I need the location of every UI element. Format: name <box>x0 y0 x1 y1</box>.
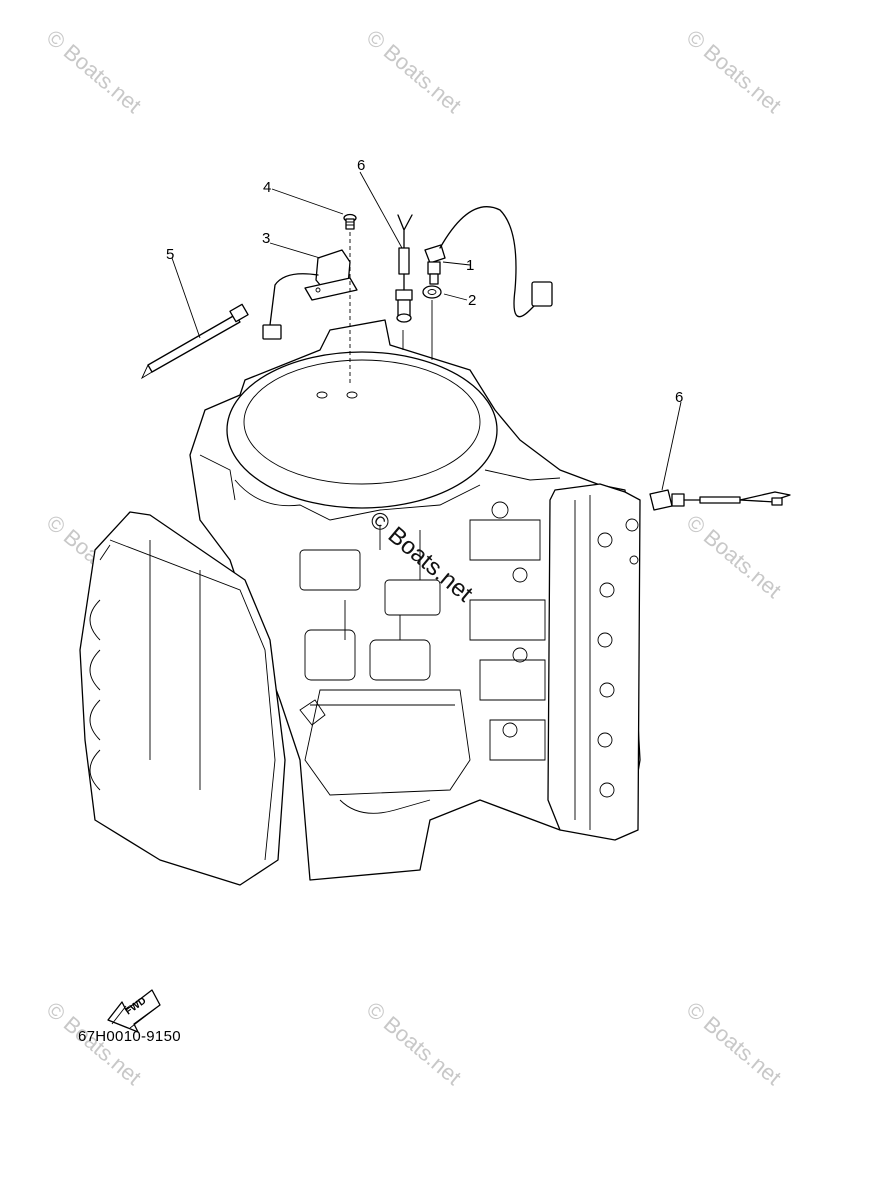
watermark-top-left: © Boats.net <box>42 25 146 118</box>
flywheel-cover <box>226 351 498 509</box>
drawing-code: 67H0010-9150 <box>78 1028 181 1045</box>
watermark-bottom-right: © Boats.net <box>682 997 786 1090</box>
part-2-washer[interactable] <box>422 285 442 360</box>
part-1-sensor[interactable] <box>424 206 553 318</box>
flywheel-cover-inner <box>243 359 481 485</box>
callout-5: 5 <box>166 246 174 263</box>
callout-1: 1 <box>466 257 474 274</box>
watermark-mid-right: © Boats.net <box>682 510 786 603</box>
callout-4: 4 <box>263 179 271 196</box>
watermark-top-center: © Boats.net <box>362 25 466 118</box>
watermark-bottom-center: © Boats.net <box>362 997 466 1090</box>
callout-6-top: 6 <box>357 157 365 174</box>
part-4-screw[interactable] <box>343 213 357 386</box>
part-6-thermo-switch-top[interactable] <box>395 214 413 350</box>
engine-assembly-drawing <box>79 319 641 886</box>
part-callouts: 1 2 3 4 5 6 6 <box>166 157 683 406</box>
callout-6-right: 6 <box>675 389 683 406</box>
callout-3: 3 <box>262 230 270 247</box>
part-3-sensor-bracket[interactable] <box>262 249 358 340</box>
fwd-direction-arrow: FWD <box>107 989 161 1033</box>
part-5-cable-tie[interactable] <box>140 303 249 380</box>
watermark-top-right: © Boats.net <box>682 25 786 118</box>
callout-2: 2 <box>468 292 476 309</box>
leader-lines <box>171 171 682 491</box>
part-6-thermo-switch-right[interactable] <box>649 489 791 511</box>
cylinder-head <box>547 483 641 841</box>
intake-silencer <box>79 511 286 886</box>
